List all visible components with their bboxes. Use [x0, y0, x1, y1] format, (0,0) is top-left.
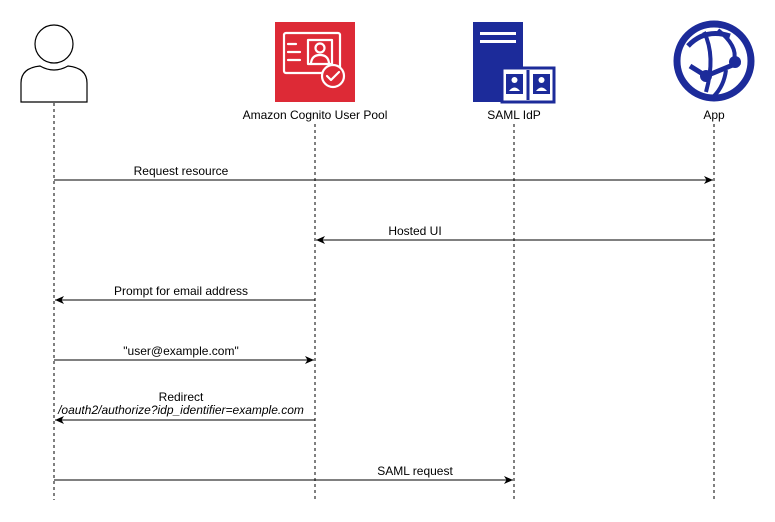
- saml-idp-server-icon: [473, 22, 556, 104]
- message-label-prompt-email: Prompt for email address: [114, 284, 248, 298]
- participant-label-app: App: [703, 108, 725, 122]
- message-sublabel-redirect: /oauth2/authorize?idp_identifier=example…: [57, 403, 304, 417]
- cognito-user-pool-icon: [275, 22, 355, 102]
- message-label-redirect: Redirect: [159, 390, 204, 404]
- user-icon: [20, 24, 88, 103]
- participant-label-saml: SAML IdP: [487, 108, 541, 122]
- participant-label-cognito: Amazon Cognito User Pool: [243, 108, 388, 122]
- message-label-email: "user@example.com": [123, 344, 238, 358]
- message-label-hosted-ui: Hosted UI: [388, 224, 441, 238]
- message-label-saml-request: SAML request: [377, 464, 453, 478]
- message-label-request-resource: Request resource: [134, 164, 229, 178]
- app-globe-icon: [673, 20, 755, 102]
